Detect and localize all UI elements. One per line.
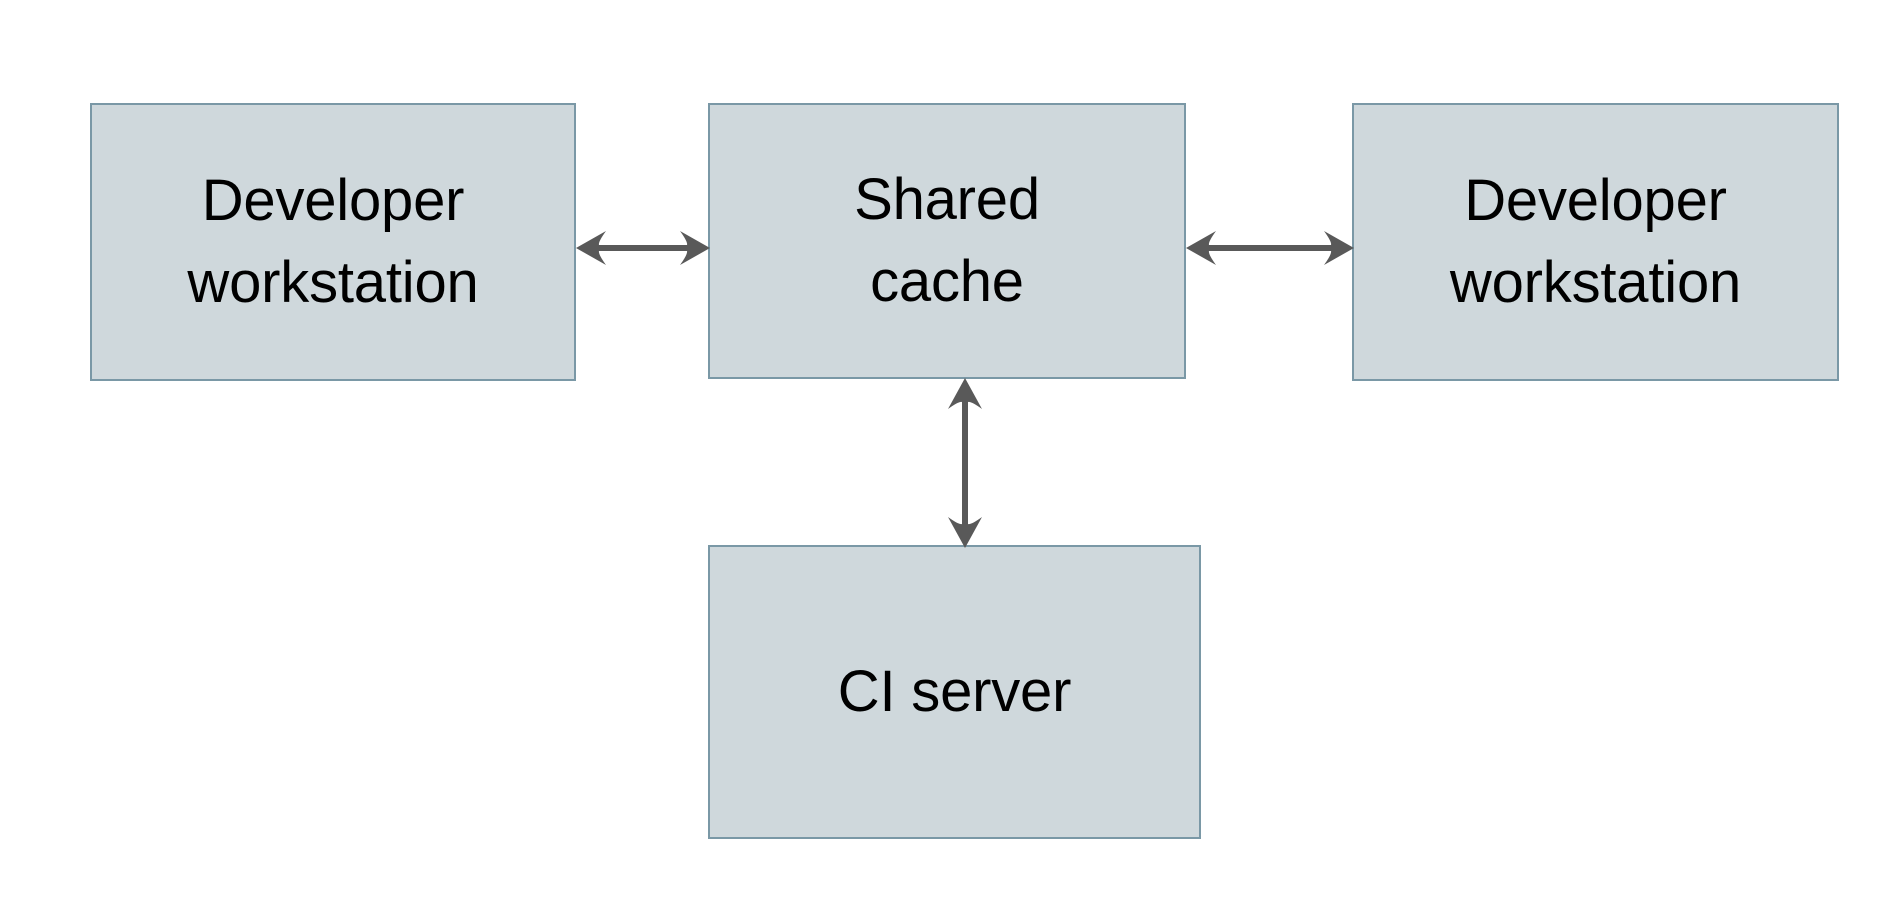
node-shared-cache[interactable]: Shared cache bbox=[708, 103, 1186, 379]
double-arrow-icon bbox=[948, 378, 982, 548]
node-developer-workstation-right[interactable]: Developer workstation bbox=[1352, 103, 1839, 381]
double-arrow-icon bbox=[1186, 231, 1354, 265]
connector-shared-cache-to-ci-server[interactable] bbox=[930, 378, 1000, 548]
node-label: Shared cache bbox=[854, 166, 1040, 314]
double-arrow-icon bbox=[576, 231, 710, 265]
connector-shared-cache-to-developer-workstation-right[interactable] bbox=[1186, 215, 1354, 281]
node-label: Developer workstation bbox=[1449, 167, 1742, 315]
node-developer-workstation-left[interactable]: Developer workstation bbox=[90, 103, 576, 381]
node-label: Developer workstation bbox=[187, 167, 479, 315]
connector-developer-workstation-left-to-shared-cache[interactable] bbox=[576, 215, 710, 281]
node-label: CI server bbox=[837, 658, 1072, 724]
node-ci-server[interactable]: CI server bbox=[708, 545, 1201, 839]
